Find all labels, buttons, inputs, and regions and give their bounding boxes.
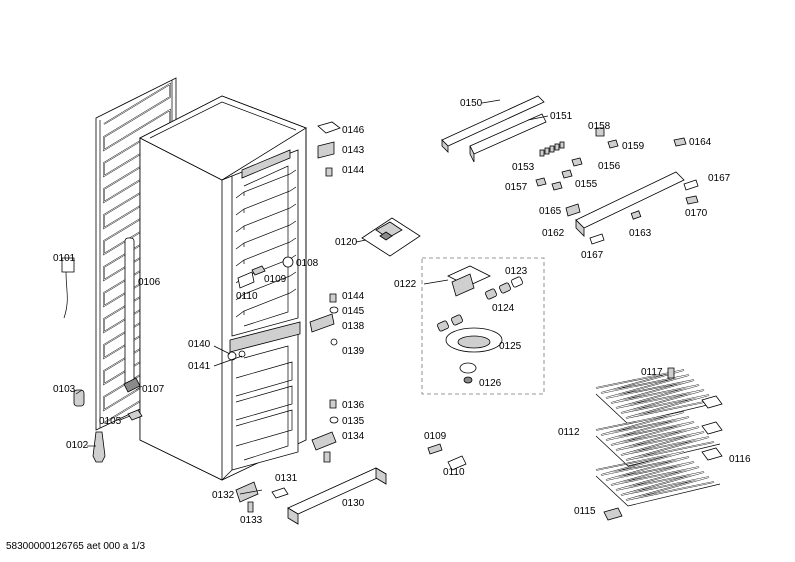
label-0125: 0125: [499, 341, 522, 352]
label-0170: 0170: [685, 208, 708, 219]
label-0107: 0107: [142, 384, 165, 395]
label-0136: 0136: [342, 400, 365, 411]
label-0141: 0141: [188, 361, 211, 372]
top-hinge-parts: [317, 121, 341, 177]
label-0143: 0143: [342, 145, 365, 156]
evaporator-coils[interactable]: [595, 367, 723, 521]
label-0151: 0151: [550, 111, 573, 122]
part-0109-0110-lower: [427, 443, 467, 471]
fridge-cabinet: [139, 95, 307, 481]
control-parts: [441, 95, 699, 245]
bottom-parts: [235, 467, 387, 525]
label-0135: 0135: [342, 416, 365, 427]
label-0109-lower: 0109: [424, 431, 447, 442]
label-0165: 0165: [539, 206, 562, 217]
middle-hinge-parts: [309, 293, 339, 463]
label-0159: 0159: [622, 141, 645, 152]
label-0106: 0106: [138, 277, 161, 288]
label-0144-lower: 0144: [342, 291, 365, 302]
label-0116: 0116: [729, 454, 751, 465]
label-0123: 0123: [505, 266, 528, 277]
label-0115: 0115: [574, 506, 596, 517]
part-0120: [361, 217, 421, 257]
label-0122: 0122: [394, 279, 417, 290]
label-0108: 0108: [296, 258, 319, 269]
label-0134: 0134: [342, 431, 365, 442]
leader-lines: [75, 99, 549, 495]
label-0126: 0126: [479, 378, 502, 389]
label-0167-bottom: 0167: [581, 250, 604, 261]
label-0133: 0133: [240, 515, 263, 526]
label-0117: 0117: [641, 367, 663, 378]
label-0163: 0163: [629, 228, 652, 239]
label-0146: 0146: [342, 125, 365, 136]
label-0112: 0112: [558, 427, 580, 438]
label-0138: 0138: [342, 321, 365, 332]
label-0131: 0131: [275, 473, 298, 484]
part-group-0122: [421, 257, 545, 395]
part-labels: 0101 0102 0103 0105 0106 0107 0108 0109 …: [53, 98, 751, 526]
label-0109-upper: 0109: [264, 274, 287, 285]
document-id: 58300000126765 aet 000 a 1/3: [6, 541, 146, 552]
label-0101: 0101: [53, 253, 76, 264]
label-0153: 0153: [512, 162, 535, 173]
label-0145: 0145: [342, 306, 365, 317]
label-0164: 0164: [689, 137, 712, 148]
label-0140: 0140: [188, 339, 211, 350]
label-0144-upper: 0144: [342, 165, 365, 176]
label-0110-upper: 0110: [236, 291, 258, 302]
label-0102: 0102: [66, 440, 89, 451]
label-0132: 0132: [212, 490, 235, 501]
label-0139: 0139: [342, 346, 365, 357]
label-0167-right: 0167: [708, 173, 731, 184]
label-0120: 0120: [335, 237, 358, 248]
label-0130: 0130: [342, 498, 365, 509]
label-0158: 0158: [588, 121, 611, 132]
label-0105: 0105: [99, 416, 122, 427]
label-0124: 0124: [492, 303, 515, 314]
label-0162: 0162: [542, 228, 565, 239]
side-parts: [61, 237, 294, 463]
label-0157: 0157: [505, 182, 528, 193]
label-0156: 0156: [598, 161, 621, 172]
label-0110-lower: 0110: [443, 467, 465, 478]
label-0150: 0150: [460, 98, 483, 109]
label-0103: 0103: [53, 384, 76, 395]
label-0155: 0155: [575, 179, 598, 190]
